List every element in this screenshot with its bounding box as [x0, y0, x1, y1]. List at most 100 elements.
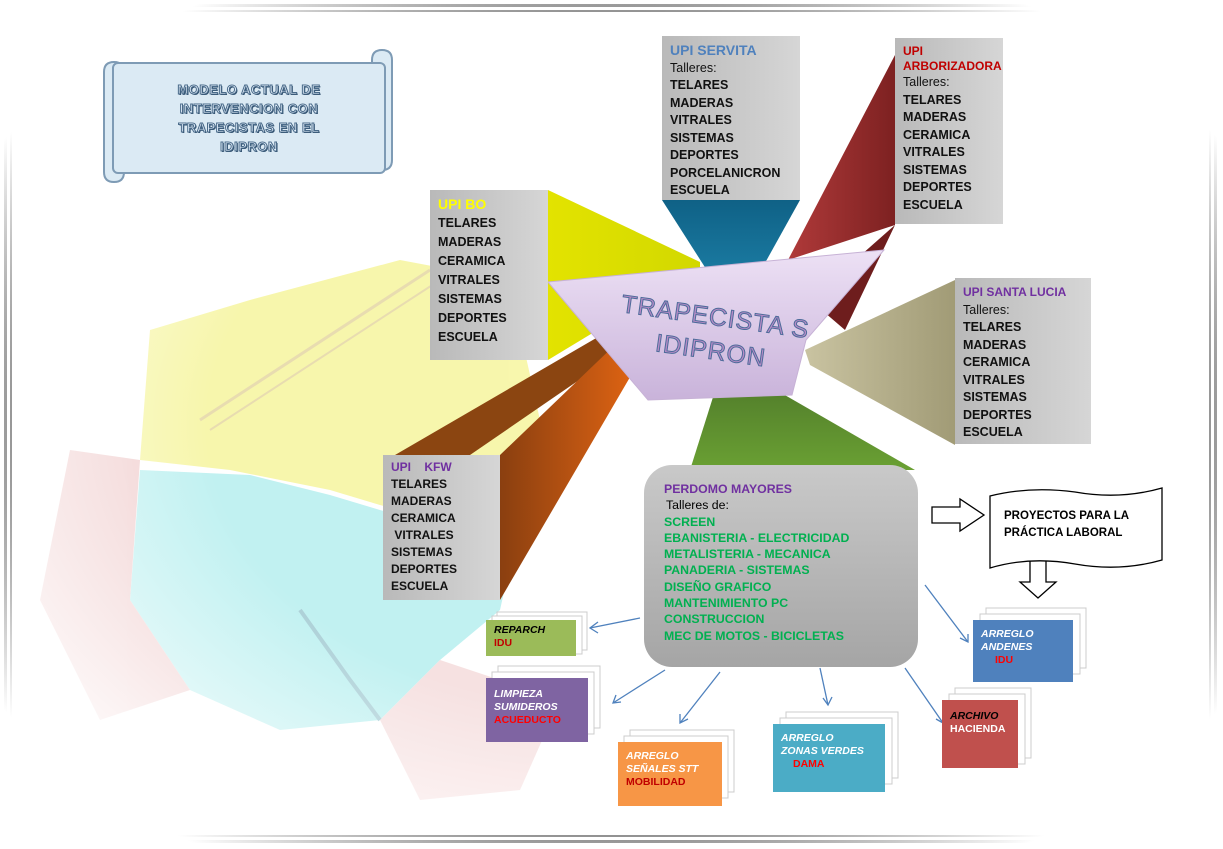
- list-item: ESCUELA: [438, 329, 498, 344]
- connector-arrows: [588, 584, 969, 725]
- list-item: SISTEMAS: [438, 291, 502, 306]
- perdomo-mayores-box: PERDOMO MAYORES Talleres de: SCREEN EBAN…: [644, 465, 918, 667]
- upi-santa-lucia-title: UPI SANTA LUCIA: [963, 285, 1067, 299]
- sheet-limpieza-stack: [486, 665, 601, 742]
- beam-upi-santa-lucia: [805, 280, 955, 445]
- upi-arborizadora-list: TELARES MADERAS CERAMICA VITRALES SISTEM…: [903, 92, 995, 215]
- sheet-senales-line1: ARREGLO: [626, 750, 679, 762]
- list-item: PANADERIA - SISTEMAS: [664, 563, 810, 578]
- sheet-andenes: ARREGLO ANDENES IDU: [973, 620, 1073, 682]
- sheet-stacks: [486, 607, 1087, 806]
- proyectos-line1: PROYECTOS PARA LA: [1004, 510, 1130, 522]
- list-item: EBANISTERIA - ELECTRICIDAD: [664, 530, 850, 545]
- sheet-archivo-line2: HACIENDA: [950, 723, 1006, 735]
- upi-arborizadora-box: UPI ARBORIZADORA Talleres: TELARES MADER…: [895, 38, 1003, 224]
- list-item: MEC DE MOTOS - BICICLETAS: [664, 628, 844, 643]
- sheet-limpieza: LIMPIEZA SUMIDEROS ACUEDUCTO: [486, 678, 588, 742]
- upi-kfw-box: UPI KFW TELARES MADERAS CERAMICA VITRALE…: [383, 455, 500, 600]
- list-item: TELARES: [438, 215, 497, 230]
- list-item: DEPORTES: [438, 310, 507, 325]
- sheet-zonas: ARREGLO ZONAS VERDES DAMA: [773, 724, 885, 792]
- list-item: ESCUELA: [903, 197, 963, 212]
- list-item: METALISTERIA - MECANICA: [664, 547, 831, 562]
- upi-santa-lucia-box: UPI SANTA LUCIA Talleres: TELARES MADERA…: [955, 278, 1091, 444]
- list-item: TELARES: [903, 92, 962, 107]
- sheet-reparch-line1: REPARCH: [494, 624, 546, 636]
- upi-bo-list: TELARES MADERAS CERAMICA VITRALES SISTEM…: [438, 214, 540, 347]
- sheet-zonas-line3: DAMA: [793, 758, 825, 770]
- list-item: ESCUELA: [391, 579, 449, 593]
- list-item: MANTENIMIENTO PC: [664, 596, 789, 611]
- upi-servita-subtitle: Talleres:: [670, 60, 717, 75]
- upi-santa-lucia-list: TELARES MADERAS CERAMICA VITRALES SISTEM…: [963, 319, 1083, 442]
- list-item: SCREEN: [664, 514, 716, 529]
- list-item: DISEÑO GRAFICO: [664, 579, 772, 594]
- perdomo-title: PERDOMO MAYORES: [664, 482, 793, 496]
- list-item: CERAMICA: [391, 511, 456, 525]
- list-item: CONSTRUCCION: [664, 612, 765, 627]
- list-item: MADERAS: [670, 95, 734, 110]
- sheet-limpieza-line2: SUMIDEROS: [494, 701, 558, 713]
- list-item: DEPORTES: [391, 562, 458, 576]
- sheet-andenes-line3: IDU: [995, 654, 1014, 666]
- upi-kfw-list: TELARES MADERAS CERAMICA VITRALES SISTEM…: [391, 476, 492, 595]
- list-item: MADERAS: [963, 337, 1027, 352]
- list-item: CERAMICA: [903, 127, 971, 142]
- beam-upi-kfw: [500, 340, 640, 600]
- upi-servita-title: UPI SERVITA: [670, 42, 757, 58]
- list-item: DEPORTES: [963, 407, 1032, 422]
- perdomo-subtitle: Talleres de:: [666, 498, 729, 513]
- upi-arborizadora-title2: ARBORIZADORA: [903, 59, 1002, 73]
- sheet-senales-line2: SEÑALES STT: [626, 763, 699, 775]
- list-item: SISTEMAS: [391, 545, 453, 559]
- upi-bo-box: UPI BO TELARES MADERAS CERAMICA VITRALES…: [430, 190, 548, 360]
- beam-upi-arborizadora: [788, 55, 895, 260]
- sheet-zonas-stack: [773, 711, 899, 792]
- list-item: VITRALES: [391, 528, 454, 542]
- title-line: INTERVENCION CON: [179, 101, 319, 117]
- diagram-title: MODELO ACTUAL DE INTERVENCION CON TRAPEC…: [177, 80, 321, 156]
- list-item: ESCUELA: [963, 425, 1023, 439]
- sheet-limpieza-line1: LIMPIEZA: [494, 688, 543, 700]
- proyectos-label: PROYECTOS PARA LA PRÁCTICA LABORAL: [990, 492, 1162, 566]
- beam-perdomo: [690, 375, 915, 470]
- sheet-zonas-line2: ZONAS VERDES: [781, 745, 864, 757]
- list-item: SISTEMAS: [903, 162, 967, 177]
- proyectos-banner: [989, 487, 1163, 569]
- sheet-senales-stack: [618, 729, 735, 806]
- perdomo-list: SCREEN EBANISTERIA - ELECTRICIDAD METALI…: [664, 514, 898, 644]
- title-line: TRAPECISTAS EN EL: [178, 120, 320, 136]
- sheet-archivo-line1: ARCHIVO: [950, 710, 999, 722]
- title-line: IDIPRON: [220, 139, 278, 155]
- list-item: DEPORTES: [903, 180, 972, 194]
- upi-bo-title: UPI BO: [438, 196, 487, 212]
- sheet-senales: ARREGLO SEÑALES STT MOBILIDAD: [618, 742, 722, 806]
- proyectos-line2: PRÁCTICA LABORAL: [1004, 527, 1123, 539]
- list-item: CERAMICA: [963, 355, 1031, 369]
- sheet-andenes-line2: ANDENES: [981, 641, 1033, 653]
- list-item: SISTEMAS: [963, 390, 1027, 404]
- upi-kfw-title: UPI KFW: [391, 460, 452, 474]
- list-item: VITRALES: [963, 372, 1025, 387]
- list-item: VITRALES: [438, 272, 500, 287]
- sheet-reparch-stack: [486, 611, 588, 656]
- list-item: SISTEMAS: [670, 130, 734, 145]
- list-item: TELARES: [391, 477, 448, 491]
- arrow-to-proyectos: [931, 497, 986, 533]
- sheet-zonas-line1: ARREGLO: [781, 732, 834, 744]
- upi-servita-list: TELARES MADERAS VITRALES SISTEMAS DEPORT…: [670, 77, 792, 200]
- list-item: PORCELANICRON: [670, 165, 781, 180]
- list-item: TELARES: [670, 78, 729, 92]
- list-item: VITRALES: [670, 113, 732, 127]
- sheet-reparch-line2: IDU: [494, 637, 513, 649]
- list-item: ESCUELA: [670, 183, 730, 197]
- title-scroll: MODELO ACTUAL DE INTERVENCION CON TRAPEC…: [112, 62, 386, 174]
- list-item: DEPORTES: [670, 148, 739, 162]
- list-item: TELARES: [963, 320, 1022, 334]
- center-trapezoid: [546, 249, 886, 401]
- title-line: MODELO ACTUAL DE: [177, 82, 321, 98]
- sheet-archivo-stack: [942, 687, 1032, 768]
- sheet-andenes-line1: ARREGLO: [981, 628, 1034, 640]
- upi-santa-lucia-subtitle: Talleres:: [963, 302, 1010, 317]
- upi-arborizadora-title: UPI: [903, 44, 924, 58]
